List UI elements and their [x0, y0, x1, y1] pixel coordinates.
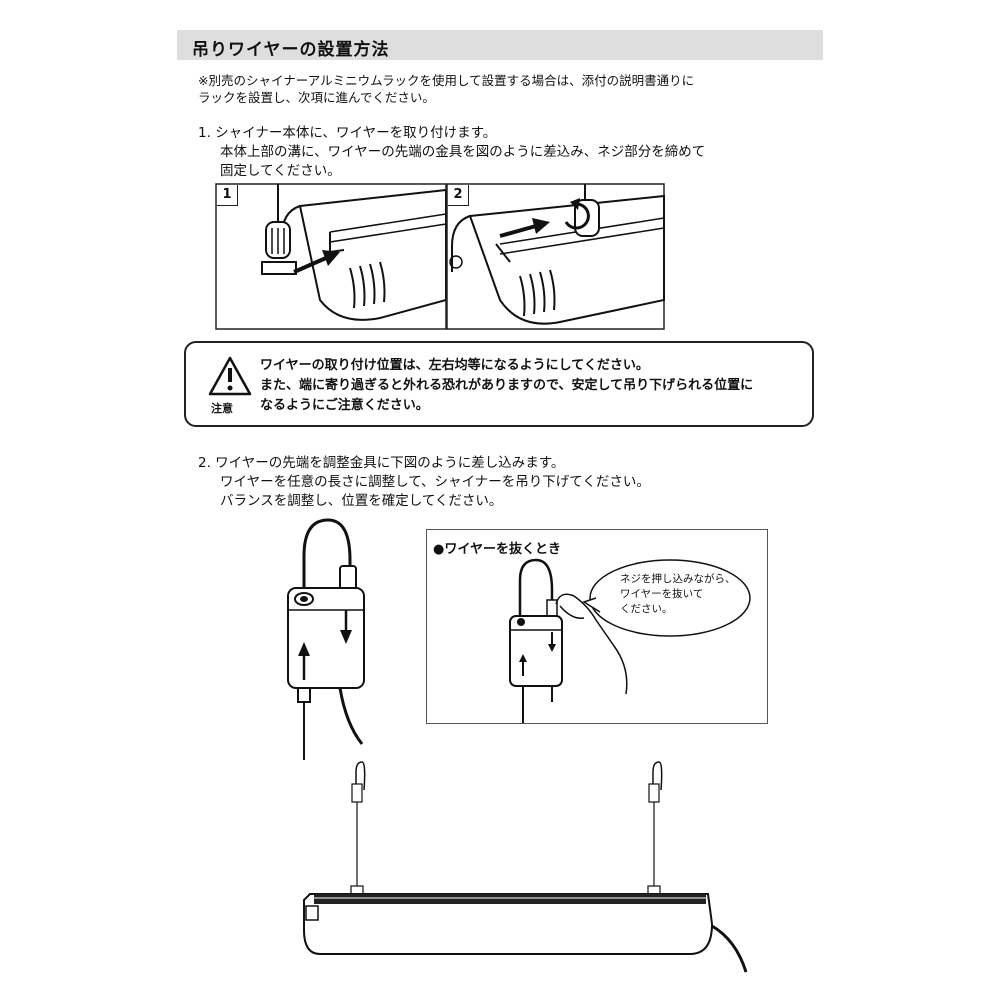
- wire-removal-inset: [426, 529, 768, 724]
- bubble-line: ネジを押し込みながら、: [620, 573, 736, 585]
- figure-1-number: 1: [217, 185, 238, 206]
- caution-label: 注意: [211, 402, 233, 415]
- step-2-line: バランスを調整し、位置を確定してください。: [220, 493, 503, 509]
- figure-2-panel: [446, 183, 665, 330]
- intro-note: ※別売のシャイナーアルミニウムラックを使用して設置する場合は、添付の説明書通りに…: [198, 72, 694, 106]
- step-1-text: 1. シャイナー本体に、ワイヤーを取り付けます。 本体上部の溝に、ワイヤーの先端…: [198, 124, 705, 181]
- caution-line: また、端に寄り過ぎると外れる恐れがありますので、安定して吊り下げられる位置に: [260, 378, 754, 393]
- caution-box: [184, 341, 814, 427]
- caution-line: なるようにご注意ください。: [260, 398, 429, 413]
- section-title: 吊りワイヤーの設置方法: [192, 40, 390, 60]
- intro-note-line: ラックを設置し、次項に進んでください。: [198, 90, 435, 105]
- caution-line: ワイヤーの取り付け位置は、左右均等になるようにしてください。: [260, 358, 649, 373]
- hanging-fixture-illustration: [303, 761, 748, 973]
- section-header-bar: [177, 30, 823, 60]
- step-2-text: 2. ワイヤーの先端を調整金具に下図のように差し込みます。 ワイヤーを任意の長さ…: [198, 454, 650, 511]
- wire-removal-diagram: [509, 558, 628, 724]
- instruction-speech-bubble: [582, 559, 751, 637]
- warning-triangle-icon: [208, 356, 252, 396]
- inset-title: ●ワイヤーを抜くとき: [433, 542, 561, 557]
- caution-text: ワイヤーの取り付け位置は、左右均等になるようにしてください。 また、端に寄り過ぎ…: [260, 356, 753, 416]
- bubble-line: ください。: [620, 603, 673, 615]
- step-1-line: 本体上部の溝に、ワイヤーの先端の金具を図のように差込み、ネジ部分を締めて: [220, 144, 706, 160]
- step-2-line: ワイヤーを任意の長さに調整して、シャイナーを吊り下げてください。: [220, 474, 650, 490]
- figure-2-number: 2: [448, 185, 469, 206]
- figure-1-panel: [215, 183, 447, 330]
- step-1-line: 固定してください。: [220, 163, 341, 179]
- step-1-heading: 1. シャイナー本体に、ワイヤーを取り付けます。: [198, 125, 497, 141]
- step-2-heading: 2. ワイヤーの先端を調整金具に下図のように差し込みます。: [198, 455, 565, 471]
- bubble-line: ワイヤーを抜いて: [620, 588, 704, 600]
- intro-note-line: ※別売のシャイナーアルミニウムラックを使用して設置する場合は、添付の説明書通りに: [198, 73, 695, 88]
- wire-adjuster-diagram: [287, 518, 365, 760]
- bubble-text: ネジを押し込みながら、 ワイヤーを抜いて ください。: [620, 572, 736, 617]
